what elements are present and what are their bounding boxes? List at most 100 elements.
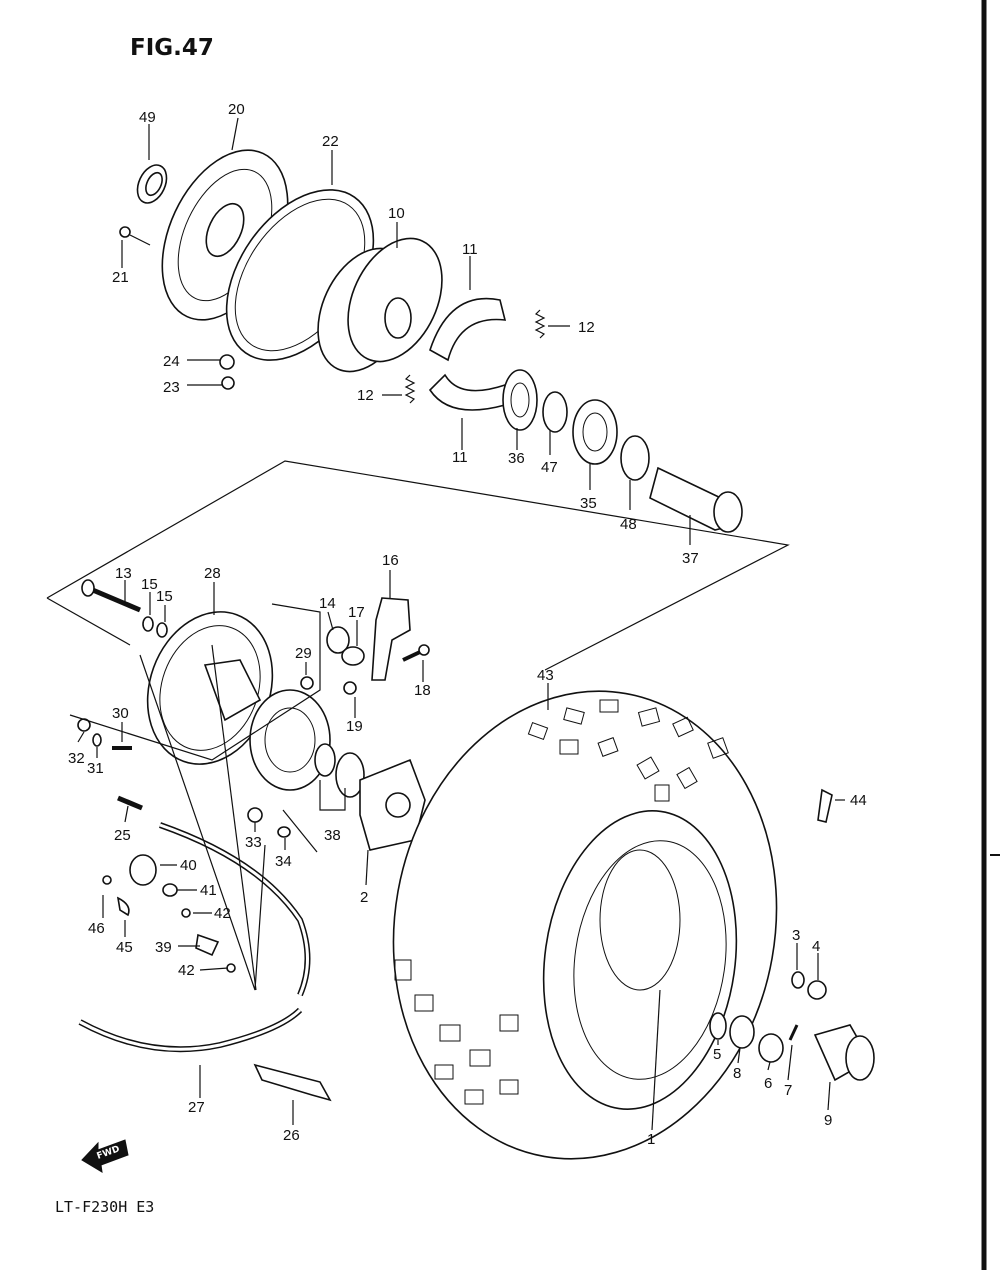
spacer-part — [542, 391, 568, 433]
callout-label: 26 — [283, 1127, 300, 1144]
callout-label: 21 — [112, 269, 129, 286]
callout-label: 29 — [295, 645, 312, 662]
hose-bracket-part — [253, 1063, 332, 1102]
bolt-part-2 — [221, 376, 235, 390]
oil-seal-part — [136, 164, 168, 204]
washer-part-4 — [709, 1012, 727, 1040]
callout-label: 48 — [620, 516, 637, 533]
bearing-part — [502, 369, 538, 431]
bolt-part-4 — [300, 676, 314, 690]
bolt-part-3 — [418, 644, 430, 656]
callout-label: 38 — [324, 827, 341, 844]
callout-label: 5 — [713, 1046, 721, 1063]
cotter-pin-part — [788, 1024, 799, 1041]
clip-part — [341, 646, 365, 666]
callout-label: 11 — [452, 449, 468, 466]
forward-arrow-icon: FWD — [81, 1139, 129, 1173]
callout-label: 11 — [462, 241, 478, 258]
callout-label: 15 — [141, 576, 158, 593]
hub-cap-part — [813, 1024, 875, 1082]
callout-label: 12 — [578, 319, 595, 336]
callout-label: 41 — [200, 882, 217, 899]
callout-label: 10 — [388, 205, 405, 222]
callout-label: 33 — [245, 834, 262, 851]
callout-label: 39 — [155, 939, 172, 956]
callout-label: 1 — [647, 1131, 655, 1148]
callout-label: 20 — [228, 101, 245, 118]
callout-label: 32 — [68, 750, 85, 767]
nut-part-2 — [343, 681, 357, 695]
callout-label: 12 — [357, 387, 374, 404]
bearing-part-2 — [572, 399, 618, 465]
callout-label: 6 — [764, 1075, 772, 1092]
needle-bearing-part — [620, 435, 650, 481]
callout-label: 25 — [114, 827, 131, 844]
callout-label: 36 — [508, 450, 525, 467]
callout-label: 23 — [163, 379, 180, 396]
callout-label: 24 — [163, 353, 180, 370]
grommet-part — [162, 883, 178, 897]
callout-label: 27 — [188, 1099, 205, 1116]
callout-label: 49 — [139, 109, 156, 126]
leader-lines-tire — [547, 683, 845, 1131]
callout-label: 13 — [115, 565, 132, 582]
hub-housing-part — [249, 689, 331, 791]
callout-label: 31 — [87, 760, 104, 777]
cap-part — [129, 854, 157, 886]
washer-part-5 — [729, 1015, 755, 1049]
callout-label: 9 — [824, 1112, 832, 1129]
callout-label: 30 — [112, 705, 129, 722]
washer-part-2 — [156, 622, 168, 638]
fitting-part — [195, 933, 220, 957]
brake-shoe-part — [428, 297, 507, 411]
hub-plate-part — [146, 611, 274, 765]
callout-label: 2 — [360, 889, 368, 906]
callout-label: 3 — [792, 927, 800, 944]
callout-label: 16 — [382, 552, 399, 569]
callout-label: 35 — [580, 495, 597, 512]
nut-part — [219, 354, 235, 370]
callout-label: 7 — [784, 1082, 792, 1099]
callout-label: 18 — [414, 682, 431, 699]
tire-tread — [394, 699, 729, 1105]
hub-assembly — [77, 579, 430, 1102]
leader-lines-upper — [121, 117, 691, 545]
collar-part — [326, 626, 350, 654]
model-code: LT-F230H E3 — [55, 1198, 154, 1216]
callout-label: 19 — [346, 718, 363, 735]
callout-label: 4 — [812, 938, 820, 955]
callout-label: 34 — [275, 853, 292, 870]
valve-part — [817, 788, 833, 823]
callout-label: 44 — [850, 792, 867, 809]
sleeve-part — [649, 466, 743, 533]
callout-label: 46 — [88, 920, 105, 937]
tire-wheel-assembly — [392, 690, 875, 1160]
bolt-part-5 — [247, 807, 263, 823]
callout-label: 42 — [178, 962, 195, 979]
callout-label: 22 — [322, 133, 339, 150]
brake-assembly — [119, 149, 743, 533]
long-bolt-part — [81, 579, 141, 613]
callout-label: 45 — [116, 939, 133, 956]
callout-label: 40 — [180, 857, 197, 874]
callout-label: 42 — [214, 905, 231, 922]
hub-bearing-part — [314, 743, 336, 777]
brake-drum-part — [317, 237, 443, 373]
washer-part — [142, 616, 154, 632]
figure-title: FIG.47 — [130, 35, 214, 61]
washer-part-6 — [791, 971, 805, 989]
callout-label: 28 — [204, 565, 221, 582]
callout-label: 17 — [348, 604, 365, 621]
spring-part — [404, 309, 546, 404]
assembly-boundary — [46, 460, 790, 671]
wheel-hub-part — [359, 758, 426, 851]
callout-label: 8 — [733, 1065, 741, 1082]
callout-label: 14 — [319, 595, 336, 612]
bolt-part — [119, 226, 131, 238]
leader-lines-lower — [69, 570, 424, 1125]
clamp-part — [116, 896, 130, 917]
washer-part-3 — [277, 826, 291, 838]
pin-part — [117, 795, 143, 811]
nut-part-3 — [807, 980, 827, 1000]
